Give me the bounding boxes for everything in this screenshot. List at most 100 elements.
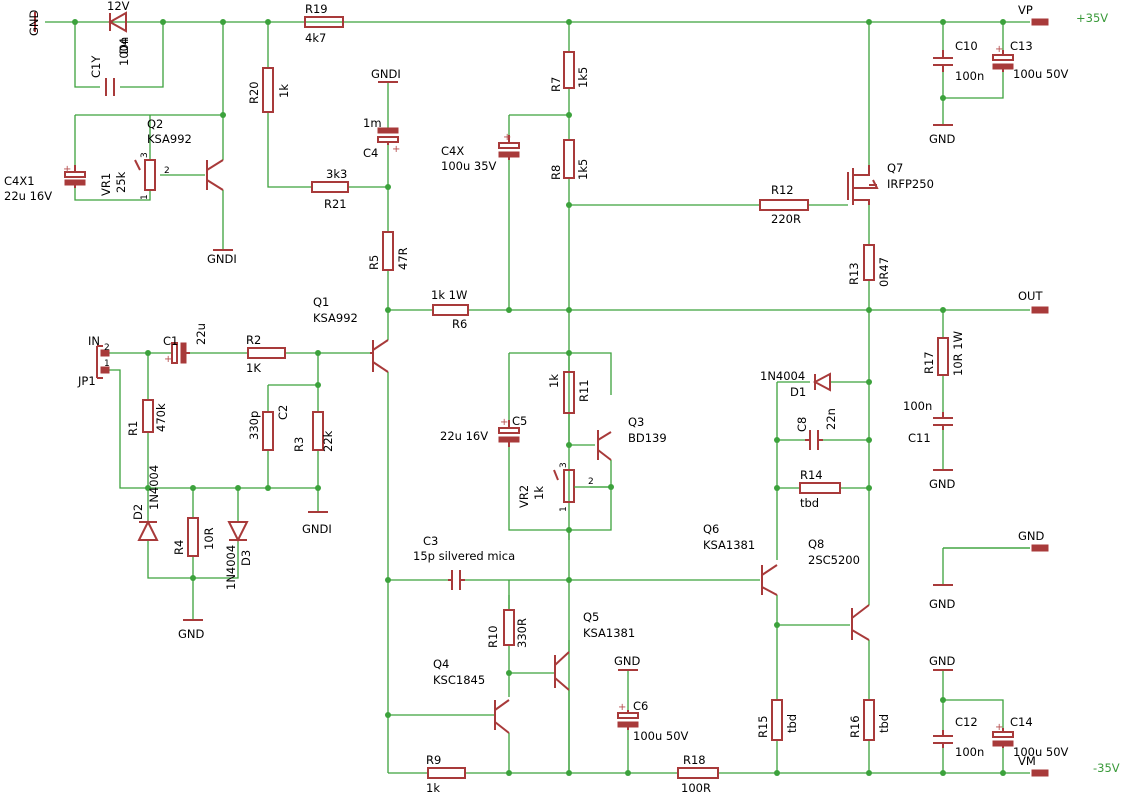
r18-name: R18 (683, 753, 706, 767)
plus-mark: + (392, 144, 400, 155)
d2-name: D2 (131, 504, 145, 520)
c14-value: 100u 50V (1013, 745, 1069, 759)
q3-value: BD139 (628, 431, 667, 445)
r5-name: R5 (367, 255, 381, 270)
gndi-label: GNDI (371, 67, 401, 81)
r10-value: 330R (515, 618, 529, 648)
vr1-pin3: 3 (140, 152, 150, 158)
ports: VP +35V OUT GND VM -35V IN JP1 2 1 (77, 3, 1120, 777)
r3-name: R3 (292, 437, 306, 452)
jp1-pin1: 1 (104, 359, 110, 369)
q5-name: Q5 (583, 610, 599, 624)
gnd-label: GND (929, 477, 956, 491)
capacitors: C1Y 100n + C4X1 22u 16V + 1m C4 + C4X 10… (4, 37, 1069, 759)
c8-value: 22n (824, 408, 838, 430)
gnd-label-left: GND (27, 9, 41, 36)
q1-name: Q1 (313, 295, 329, 309)
c4-name: C4 (363, 146, 378, 160)
r13-name: R13 (847, 262, 861, 285)
gnd-label: GND (614, 654, 641, 668)
r3-value: 22k (321, 430, 335, 452)
r12-name: R12 (771, 183, 794, 197)
r15-name: R15 (756, 715, 770, 738)
c3-value: 15p silvered mica (413, 549, 515, 563)
plus-mark: + (995, 722, 1003, 733)
r16-name: R16 (848, 715, 862, 738)
in-label: IN (88, 334, 100, 348)
plus-mark: + (995, 44, 1003, 55)
r9-value: 1k (426, 781, 440, 795)
r7-value: 1k5 (576, 67, 590, 88)
c2-value: 330p (247, 411, 261, 440)
vm-label: VM (1018, 754, 1036, 768)
r2-value: 1K (246, 361, 261, 375)
r21-name: R21 (324, 197, 347, 211)
vr2-pin3: 3 (559, 462, 569, 468)
r5-value: 47R (396, 247, 410, 270)
c1-value: 22u (194, 323, 208, 345)
r2-name: R2 (246, 333, 261, 347)
r1-value: 470k (154, 403, 168, 432)
r6-name: R6 (452, 317, 467, 331)
r19-value: 4k7 (305, 31, 326, 45)
r16-value: tbd (877, 714, 891, 733)
r13-value: 0R47 (877, 257, 891, 287)
c4x-name: C4X (441, 144, 464, 158)
c6-name: C6 (633, 699, 648, 713)
vr2-pin1: 1 (559, 506, 569, 512)
d3-value: 1N4004 (224, 545, 238, 590)
pos-rail-label: +35V (1076, 11, 1108, 25)
r19-name: R19 (305, 2, 328, 16)
transistors: Q2 KSA992 Q1 KSA992 Q3 BD139 Q5 KSA1381 … (147, 117, 934, 734)
potentiometers: 3 2 1 VR1 25k 3 2 1 VR2 1k (99, 152, 611, 512)
d3-name: D3 (239, 550, 253, 566)
plus-mark: + (618, 702, 626, 713)
c1y-value: 100n (117, 37, 131, 66)
vr1-value: 25k (114, 171, 128, 193)
gnd-label: GND (929, 597, 956, 611)
r12-value: 220R (771, 212, 801, 226)
vr1-pin2: 2 (164, 166, 170, 176)
c4x-value: 100u 35V (441, 159, 497, 173)
c12-name: C12 (955, 715, 978, 729)
r11-value: 1k (547, 374, 561, 388)
r1-name: R1 (126, 421, 140, 436)
c13-name: C13 (1010, 39, 1033, 53)
c11-value: 100n (903, 399, 932, 413)
vp-label: VP (1018, 3, 1033, 17)
ground-symbols: GND GNDI GNDI GND GND GND GND GND GNDI G… (27, 9, 956, 671)
q6-value: KSA1381 (703, 538, 755, 552)
q1-value: KSA992 (313, 311, 358, 325)
q8-name: Q8 (808, 537, 824, 551)
r6-value: 1k 1W (431, 288, 467, 302)
r8-value: 1k5 (576, 159, 590, 180)
diodes: D4 12V 1N4004 D1 1N4004 D2 1N4004 D3 (107, 0, 831, 590)
vr2-value: 1k (532, 486, 546, 500)
r20-value: 1k (277, 84, 291, 98)
c10-value: 100n (955, 69, 984, 83)
gndi-label: GNDI (302, 522, 332, 536)
r7-name: R7 (549, 77, 563, 92)
q3-name: Q3 (628, 415, 644, 429)
q5-value: KSA1381 (583, 626, 635, 640)
d1-name: D1 (790, 385, 806, 399)
plus-mark: + (63, 164, 71, 175)
c14-name: C14 (1010, 715, 1033, 729)
r21-value: 3k3 (326, 167, 347, 181)
plus-mark: + (503, 132, 511, 143)
d4-value: D4 (117, 38, 131, 54)
r15-value: tbd (785, 714, 799, 733)
c4-value: 1m (363, 116, 382, 130)
c5-value: 22u 16V (440, 429, 488, 443)
c6-value: 100u 50V (633, 729, 689, 743)
gnd-label: GND (929, 654, 956, 668)
c13-value: 100u 50V (1013, 67, 1069, 81)
c3-name: C3 (423, 534, 438, 548)
c12-value: 100n (955, 745, 984, 759)
c8-name: C8 (795, 417, 809, 432)
plus-mark: + (164, 354, 172, 365)
q8-value: 2SC5200 (808, 553, 860, 567)
q7-name: Q7 (887, 161, 903, 175)
c11-name: C11 (908, 431, 931, 445)
q4-value: KSC1845 (433, 673, 485, 687)
